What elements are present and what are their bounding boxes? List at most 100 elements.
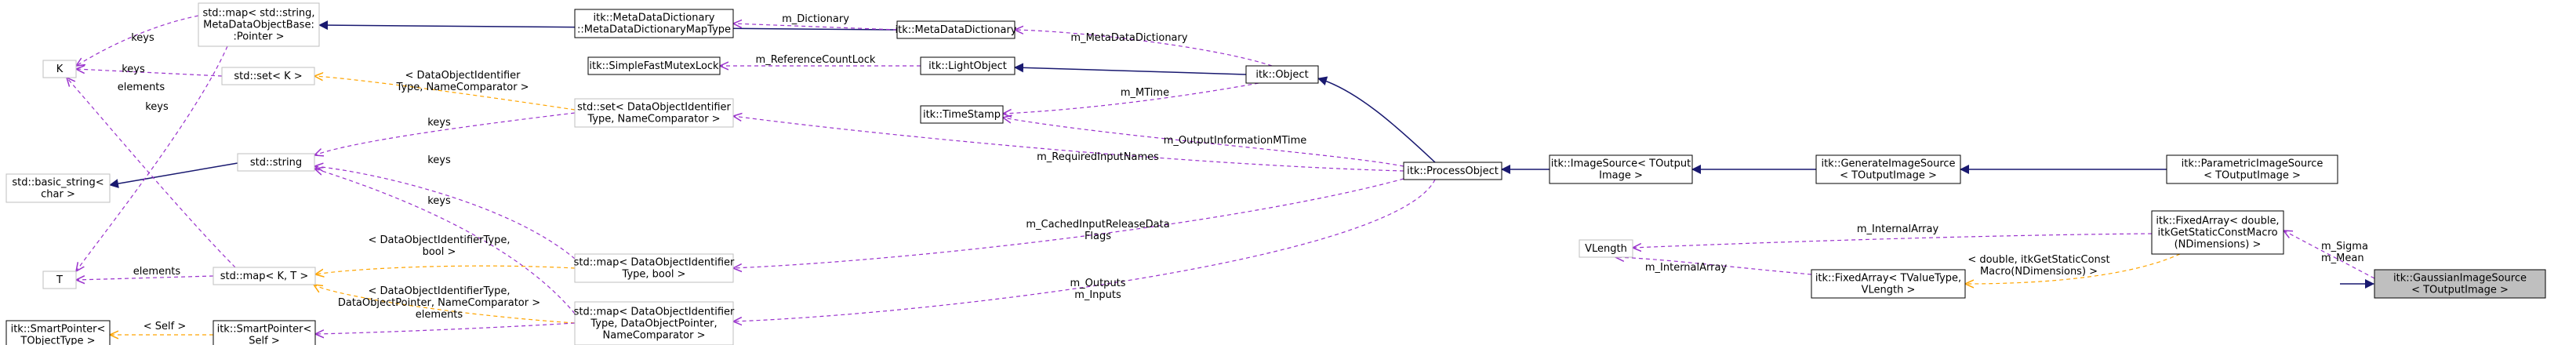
node-box (2166, 154, 2338, 184)
node-label: std::set< K > (234, 71, 302, 82)
node-label: std::basic_string< (12, 177, 104, 189)
edge-line (1633, 233, 2153, 248)
edge-use: m_InternalArray (1615, 257, 1812, 275)
node-label: itk::MetaDataDictionary (896, 24, 1017, 36)
edge-line (1003, 118, 1404, 167)
node-box (198, 2, 320, 47)
node-box (213, 320, 316, 345)
edge-label: keys (131, 32, 154, 44)
class-node-generate[interactable]: itk::GenerateImageSource< TOutputImage > (1815, 154, 1961, 184)
node-label: < TOutputImage > (2411, 285, 2509, 296)
edge-line (314, 285, 576, 324)
node-label: Self > (249, 336, 279, 345)
node-label: itk::SmartPointer< (217, 324, 312, 336)
node-label: itk::FixedArray< TValueType, (1815, 273, 1961, 285)
edge-label: m_OutputInformationMTime (1164, 135, 1307, 147)
edge-template: < DataObjectIdentifierType,bool > (315, 234, 576, 274)
node-box (574, 253, 734, 283)
node-box (1549, 154, 1693, 184)
edge-use: elements (76, 266, 214, 280)
edge-use: keys (314, 112, 576, 155)
class-node-metamaptype[interactable]: itk::MetaDataDictionary::MetaDataDiction… (574, 9, 734, 38)
edge-label: < Self > (144, 321, 187, 332)
edge-inherit (1014, 63, 1247, 75)
node-label: itk::SimpleFastMutexLock (589, 60, 719, 72)
edge-label: < DataObjectIdentifierType, (369, 285, 510, 297)
class-node-string: std::string (237, 153, 315, 172)
node-label: ::MetaDataDictionaryMapType (577, 24, 731, 36)
node-label: Type, NameComparator > (587, 114, 720, 125)
node-box (920, 105, 1004, 124)
class-node-smartptr_self[interactable]: itk::SmartPointer<Self > (213, 320, 316, 345)
edge-use: m_RequiredInputNames (733, 116, 1404, 172)
node-box (237, 153, 315, 172)
edge-label: keys (145, 101, 169, 113)
node-box (42, 271, 77, 289)
edge-use: m_InternalArray (1633, 223, 2153, 248)
node-box (5, 173, 111, 203)
node-box (1811, 269, 1966, 299)
edge-line (314, 112, 576, 155)
nodes-layer: itk::GaussianImageSource< TOutputImage >… (5, 2, 2546, 345)
node-label: itk::FixedArray< double, (2156, 216, 2279, 227)
edge-use: keys (76, 15, 199, 66)
class-node-set_ident: std::set< DataObjectIdentifierType, Name… (574, 98, 734, 128)
node-label: itk::GenerateImageSource (1821, 158, 1955, 170)
node-label: std::map< DataObjectIdentifier (574, 307, 735, 318)
edge-use: keys (67, 78, 236, 268)
class-node-imagesource[interactable]: itk::ImageSource< TOutputImage > (1549, 154, 1693, 184)
class-node-timestamp[interactable]: itk::TimeStamp (920, 105, 1004, 124)
edge-label: m_MTime (1121, 87, 1169, 99)
node-label: VLength > (1862, 285, 1916, 296)
node-label: std::string (250, 157, 302, 169)
edge-label: m_Mean (2321, 252, 2364, 264)
class-node-mutexlock[interactable]: itk::SimpleFastMutexLock (587, 56, 721, 75)
node-label: itk::ProcessObject (1407, 165, 1499, 177)
edge-line (1014, 63, 1247, 75)
edge-label: keys (427, 195, 451, 207)
node-label: K (56, 64, 64, 75)
edge-template: < DataObjectIdentifierType,DataObjectPoi… (314, 285, 576, 324)
class-node-gaussian[interactable]: itk::GaussianImageSource< TOutputImage > (2374, 269, 2546, 299)
class-node-vlength: VLength (1579, 239, 1633, 258)
edge-label: < DataObjectIdentifier (405, 70, 521, 82)
node-label: itk::MetaDataDictionary (594, 13, 715, 24)
class-node-parametric[interactable]: itk::ParametricImageSource< TOutputImage… (2166, 154, 2338, 184)
edge-label: < DataObjectIdentifierType, (369, 234, 510, 246)
node-label: < TOutputImage > (2204, 170, 2301, 182)
class-node-fixedarray_t[interactable]: itk::FixedArray< TValueType,VLength > (1811, 269, 1966, 299)
node-label: Type, bool > (622, 269, 686, 281)
edge-line (76, 45, 228, 271)
class-node-smartptr_t[interactable]: itk::SmartPointer<TObjectType > (5, 320, 111, 345)
edge-line (76, 276, 214, 280)
edge-template: < double, itkGetStaticConstMacro(NDimens… (1965, 253, 2181, 284)
edge-line (109, 162, 238, 189)
edge-label: keys (427, 117, 451, 129)
node-label: itk::SmartPointer< (11, 324, 106, 336)
edge-line (2284, 231, 2375, 279)
node-label: itk::Object (1255, 69, 1308, 81)
node-label: TObjectType > (20, 336, 95, 345)
class-node-set_K: std::set< K > (221, 67, 315, 85)
class-node-map_KT: std::map< K, T > (213, 267, 316, 285)
edge-label: < double, itkGetStaticConst (1967, 254, 2109, 266)
node-label: itk::ImageSource< TOutput (1551, 158, 1691, 170)
edge-inherit (1317, 76, 1436, 163)
class-node-processobject[interactable]: itk::ProcessObject (1403, 162, 1502, 180)
node-label: < TOutputImage > (1840, 170, 1937, 182)
node-label: std::map< std::string, (202, 8, 314, 20)
node-box (574, 9, 734, 38)
edge-line (67, 78, 236, 268)
edge-label: Type, NameComparator > (395, 82, 529, 93)
edge-label: m_CachedInputReleaseData (1026, 219, 1169, 231)
class-node-metadict[interactable]: itk::MetaDataDictionary (896, 20, 1017, 39)
node-label: Type, DataObjectPointer, (590, 318, 717, 330)
node-label: itk::LightObject (928, 60, 1007, 72)
class-node-lightobject[interactable]: itk::LightObject (920, 56, 1016, 75)
edge-label: m_ReferenceCountLock (756, 54, 876, 66)
class-node-object[interactable]: itk::Object (1245, 65, 1319, 84)
class-node-fixedarray_d[interactable]: itk::FixedArray< double,itkGetStaticCons… (2151, 210, 2284, 255)
edge-use: m_ReferenceCountLock (720, 54, 921, 66)
